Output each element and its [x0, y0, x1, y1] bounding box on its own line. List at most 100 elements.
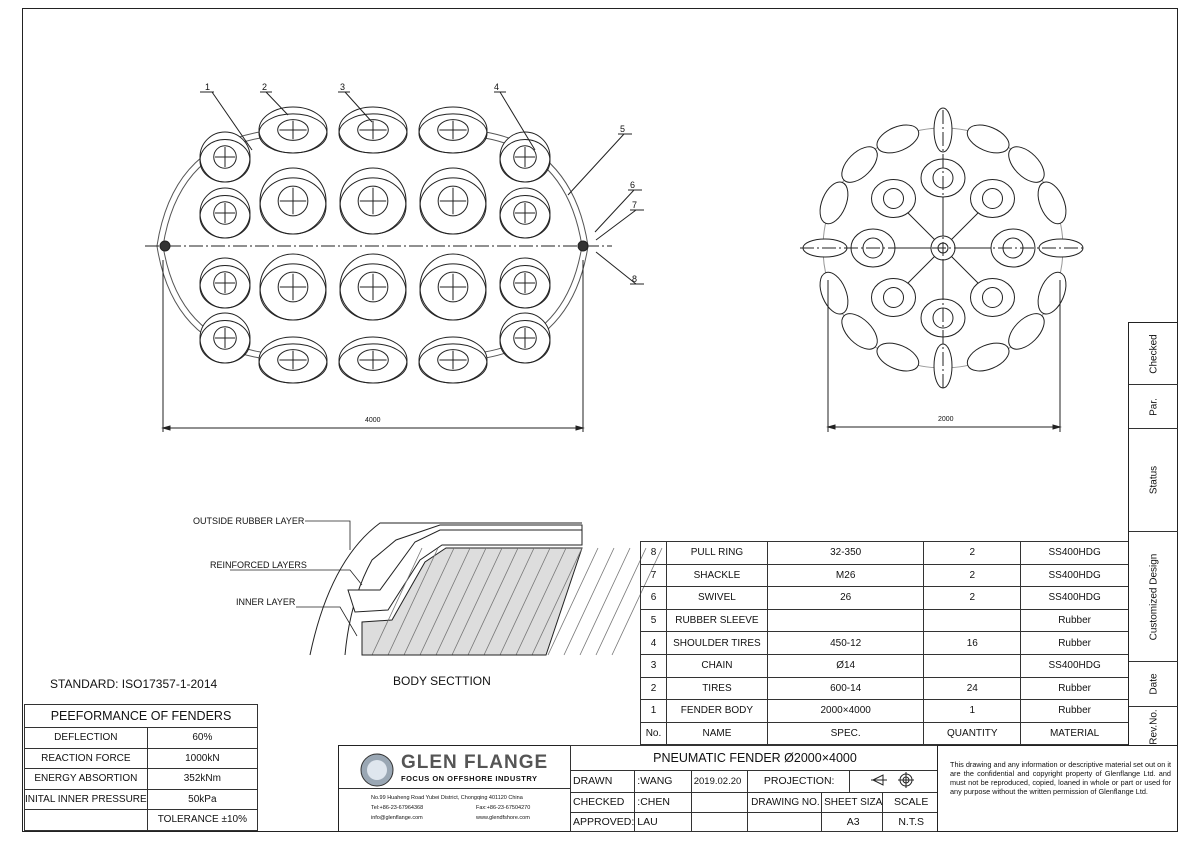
callout-5: 5 — [620, 124, 626, 134]
approved-value: LAU — [634, 811, 692, 833]
checked-value: :CHEN — [634, 791, 692, 813]
wheel-hub — [277, 185, 309, 217]
part-cell-name: SHOULDER TIRES — [665, 631, 768, 655]
date-value: 2019.02.20 — [690, 770, 748, 793]
callout-4: 4 — [494, 82, 500, 92]
part-cell-material: Rubber — [1020, 676, 1129, 701]
part-cell-material: SS400HDG — [1020, 563, 1129, 588]
shoulder-tire — [1037, 181, 1067, 225]
fax: Fax:+86-23-67504270 — [476, 805, 531, 811]
part-cell-name: RUBBER SLEEVE — [665, 608, 768, 633]
performance-row: TOLERANCE ±10% — [24, 809, 259, 831]
part-cell-spec: Ø14 — [766, 653, 925, 678]
shoulder-tire — [876, 342, 920, 372]
shoulder-tire — [819, 271, 849, 315]
part-cell-spec: M26 — [766, 563, 925, 588]
wheel-hub — [513, 145, 537, 169]
part-cell-no: 3 — [640, 653, 667, 678]
part-cell-material: SS400HDG — [1020, 653, 1129, 678]
tire — [871, 277, 917, 317]
revision-cell: Date — [1129, 661, 1178, 706]
part-cell-material: Rubber — [1020, 699, 1129, 723]
shoulder-tire — [966, 342, 1010, 372]
tire — [990, 228, 1036, 268]
shoulder-tire — [819, 181, 849, 225]
part-cell-spec: 26 — [766, 586, 925, 610]
logo-text: GLEN FLANGE — [401, 752, 549, 773]
part-cell-spec — [766, 608, 925, 633]
revision-label: Customized Design — [1148, 553, 1159, 640]
callout-1: 1 — [205, 82, 211, 92]
drawing-no-label: DRAWING NO. — [746, 791, 823, 813]
shoulder-tire — [1037, 271, 1067, 315]
revision-label: Par. — [1148, 397, 1159, 416]
revision-label: Status — [1148, 465, 1159, 495]
part-cell-name: SWIVEL — [665, 586, 768, 610]
drawing-title: PNEUMATIC FENDER Ø2000×4000 — [570, 744, 938, 772]
logo-tagline: FOCUS ON OFFSHORE INDUSTRY — [401, 774, 538, 783]
projection-label: PROJECTION: — [746, 770, 850, 793]
callout-3: 3 — [340, 82, 346, 92]
part-cell-no: 4 — [640, 631, 667, 655]
part-cell-no: 2 — [640, 676, 667, 701]
part-cell-no: 1 — [640, 699, 667, 723]
wheel-hub — [437, 119, 469, 141]
address: No.99 Huaheng Road Yubei District, Chong… — [371, 795, 523, 801]
shoulder-tire — [933, 107, 953, 153]
part-cell-no: No. — [640, 721, 667, 745]
front-dimension-label: 4000 — [365, 417, 381, 424]
part-cell-material: SS400HDG — [1020, 541, 1129, 565]
wheel-hub — [357, 271, 389, 303]
scale-label: SCALE — [882, 791, 938, 813]
part-cell-name: NAME — [665, 721, 768, 745]
part-cell-quantity: 1 — [923, 699, 1022, 723]
part-cell-no: 6 — [640, 586, 667, 610]
part-cell-name: TIRES — [665, 676, 768, 701]
tire — [969, 277, 1015, 317]
wheel-hub — [213, 201, 237, 225]
part-cell-material: SS400HDG — [1020, 586, 1129, 610]
dimension-line — [162, 260, 584, 432]
performance-param: DEFLECTION — [24, 727, 148, 749]
revision-label: Date — [1148, 673, 1159, 695]
reinforced-layers-label: REINFORCED LAYERS — [210, 560, 307, 570]
wheel-hub — [437, 271, 469, 303]
side-dimension-line — [827, 280, 1061, 432]
outside-rubber-layer-label: OUTSIDE RUBBER LAYER — [193, 516, 305, 526]
tire — [871, 179, 917, 219]
standard-text: STANDARD: ISO17357-1-2014 — [50, 677, 218, 691]
performance-param: INITAL INNER PRESSURE — [24, 788, 148, 810]
part-cell-name: FENDER BODY — [665, 699, 768, 723]
revision-label: Rev.No. — [1148, 709, 1159, 745]
wheel-hub — [213, 271, 237, 295]
shoulder-tire — [1008, 313, 1045, 350]
wheel-hub — [213, 326, 237, 350]
projection-symbol-icon — [848, 770, 939, 793]
shoulder-tire — [1008, 146, 1045, 183]
revision-cell: Par. — [1129, 384, 1178, 428]
part-cell-spec: 450-12 — [766, 631, 925, 655]
inner-hatched-area — [361, 547, 583, 656]
shoulder-tire — [841, 313, 878, 350]
part-cell-spec: 32-350 — [766, 541, 925, 565]
sheet-size-value: A3 — [821, 811, 884, 833]
part-cell-material: Rubber — [1020, 608, 1129, 633]
shoulder-tire — [841, 146, 878, 183]
wheel-hub — [277, 349, 309, 371]
drawn-value: :WANG — [634, 770, 692, 793]
inner-layer-label: INNER LAYER — [236, 597, 296, 607]
tel: Tel:+86-23-67964368 — [371, 805, 424, 811]
reinforced-layer — [347, 529, 583, 613]
approved-label: APPROVED: — [569, 811, 636, 833]
revision-cell: Customized Design — [1129, 531, 1178, 661]
revision-cell: Rev.No. — [1129, 706, 1178, 747]
